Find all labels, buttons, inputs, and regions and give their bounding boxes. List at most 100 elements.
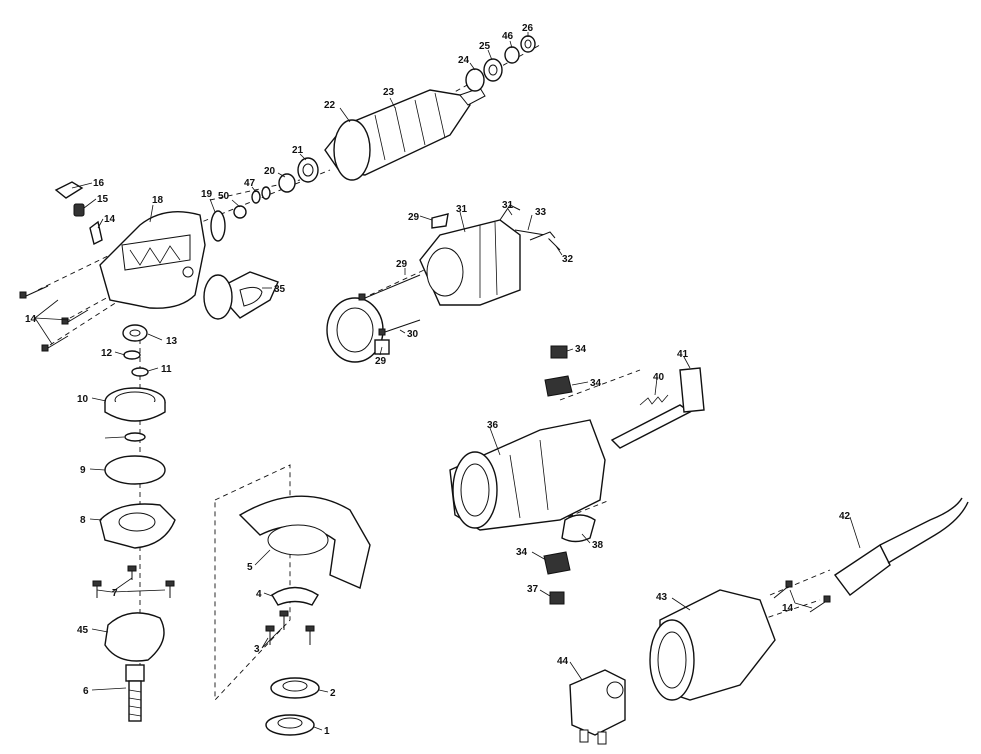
label-part: 31 — [502, 200, 514, 211]
label-part: 13 — [166, 336, 178, 347]
label-part: 21 — [292, 145, 304, 156]
label-part: 46 — [502, 31, 514, 42]
part-17-clip — [54, 181, 84, 199]
label-part: 30 — [407, 329, 419, 340]
label-part: 44 — [557, 656, 569, 667]
part-40-switch-rod — [610, 367, 705, 449]
part-42-rear-housing — [649, 589, 776, 701]
label-part: 31 — [456, 204, 468, 215]
label-part: 25 — [479, 41, 491, 52]
part-11-washer — [131, 367, 149, 377]
label-part: 7 — [112, 588, 118, 599]
label-part: 5 — [247, 562, 253, 573]
part-20-sleeve — [278, 173, 296, 193]
part-47-gasket — [104, 612, 165, 662]
label-part: 29 — [408, 212, 420, 223]
part-4-clamp-ring — [271, 586, 319, 606]
part-23-armature — [324, 87, 486, 181]
label-part: 1 — [324, 726, 330, 737]
part-33-brush — [550, 345, 568, 359]
part-39-spring — [639, 394, 669, 406]
part-15-pin — [89, 220, 103, 246]
part-6-spindle — [125, 664, 145, 722]
label-part: 14 — [104, 214, 116, 225]
label-part: 35 — [274, 284, 286, 295]
label-part: 26 — [522, 23, 534, 34]
part-14-screws-left — [19, 285, 89, 352]
label-part: 14 — [782, 603, 794, 614]
label-part: 32 — [562, 254, 574, 265]
part-35-side-handle — [203, 271, 279, 320]
label-part: 18 — [152, 195, 164, 206]
label-part: 43 — [656, 592, 668, 603]
part-9-o-ring — [104, 455, 166, 485]
label-part: 16 — [93, 178, 105, 189]
part-10-gear — [104, 387, 166, 422]
label-part: 38 — [592, 540, 604, 551]
part-21-bearing — [297, 157, 319, 183]
part-12-ring — [123, 350, 141, 360]
part-1-flange-nut — [265, 714, 315, 736]
part-37-brush — [549, 591, 565, 605]
part-36-motor-housing — [449, 419, 606, 531]
label-part: 34 — [590, 378, 602, 389]
part-3-screws — [265, 610, 315, 645]
label-part: 33 — [535, 207, 547, 218]
label-part: 22 — [324, 100, 336, 111]
label-part: 29 — [396, 259, 408, 270]
part-13-bearing — [122, 324, 148, 342]
label-part: 36 — [487, 420, 499, 431]
label-part: 20 — [264, 166, 276, 177]
label-part: 24 — [458, 55, 470, 66]
label-part: 34 — [516, 547, 528, 558]
part-labels: 16 15 14 18 19 50 47 20 21 22 23 24 25 4… — [25, 23, 851, 737]
part-34-brush-holder — [544, 375, 573, 397]
part-19-o-ring — [210, 210, 226, 242]
label-part: 34 — [575, 344, 587, 355]
part-41-cord-set — [833, 497, 969, 596]
label-part: 8 — [80, 515, 86, 526]
part-16-spring — [73, 203, 85, 217]
label-part: 4 — [256, 589, 262, 600]
part-30-field — [419, 219, 521, 306]
part-28-clip — [431, 213, 449, 229]
leader-lines — [34, 32, 861, 731]
label-part: 6 — [83, 686, 89, 697]
part-24-bearing — [465, 68, 485, 92]
part-31-leads — [499, 204, 561, 251]
part-46-nut — [233, 205, 247, 219]
label-part: 50 — [218, 191, 230, 202]
label-part: 29 — [375, 356, 387, 367]
label-part: 2 — [330, 688, 336, 699]
label-part: 47 — [244, 178, 256, 189]
label-part: 14 — [25, 314, 37, 325]
part-7-screws — [92, 565, 175, 598]
part-25-bearing — [483, 58, 503, 82]
part-45-washer — [251, 186, 271, 204]
label-part: 12 — [101, 348, 113, 359]
part-5-guard — [238, 495, 371, 589]
label-part: 40 — [653, 372, 665, 383]
label-part: 11 — [161, 364, 172, 375]
label-part: 10 — [77, 394, 89, 405]
label-part: 41 — [677, 349, 689, 360]
label-part: 23 — [383, 87, 395, 98]
label-part: 9 — [80, 465, 86, 476]
part-2-flange — [270, 677, 320, 699]
part-8-bearing-plate — [99, 503, 176, 549]
part-38-switch-button — [561, 514, 596, 543]
part-34-brush-holder-lower — [543, 551, 571, 575]
label-part: 15 — [97, 194, 109, 205]
part-50-circlip — [124, 432, 146, 442]
label-part: 19 — [201, 189, 213, 200]
part-26-nut — [520, 35, 536, 53]
part-18-gear-case — [99, 210, 206, 309]
label-part: 45 — [77, 625, 89, 636]
part-44-washer — [504, 46, 520, 64]
label-part: 37 — [527, 584, 539, 595]
label-part: 42 — [839, 511, 851, 522]
part-29-screws — [358, 274, 421, 336]
part-43-switch — [569, 669, 626, 745]
part-14-screws-right — [773, 580, 831, 613]
